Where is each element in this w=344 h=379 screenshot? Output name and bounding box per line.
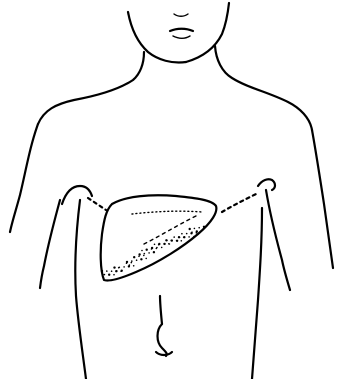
stipple-dot <box>179 237 181 239</box>
stipple-dot <box>176 240 178 242</box>
stipple-dot <box>126 261 128 263</box>
stipple-dot <box>138 255 140 257</box>
stipple-dot <box>131 262 133 264</box>
stipple-dot <box>193 236 195 238</box>
right-arm <box>266 130 333 290</box>
stipple-dot <box>203 226 205 228</box>
stipple-dot <box>140 258 142 260</box>
stipple-dot <box>173 236 175 238</box>
stipple-dot <box>111 270 113 272</box>
stipple-dot <box>181 233 183 235</box>
navel-base <box>156 352 172 355</box>
navel <box>156 296 172 356</box>
left-axilla-hook <box>62 186 92 204</box>
stipple-dot <box>153 251 155 253</box>
liver-stippling <box>101 226 205 276</box>
navel-top-line <box>160 296 162 324</box>
neck-right-line <box>215 46 312 130</box>
stipple-dot <box>101 270 103 272</box>
torso-left-side <box>75 200 86 379</box>
left-arm-inner-line <box>40 200 60 288</box>
stipple-dot <box>196 230 198 232</box>
navel-curve <box>158 324 167 356</box>
nose-line <box>174 14 188 16</box>
stipple-dot <box>201 230 203 232</box>
stipple-dot <box>113 274 115 276</box>
stipple-dot <box>146 249 148 251</box>
stipple-dot <box>144 253 146 255</box>
stipple-dot <box>133 265 135 267</box>
stipple-dot <box>131 260 133 262</box>
stipple-dot <box>113 266 115 268</box>
stipple-dot <box>136 259 138 261</box>
stipple-dot <box>138 253 140 255</box>
stipple-dot <box>171 239 173 241</box>
right-axilla-hook <box>258 179 275 190</box>
liver-lobe-line <box>144 216 196 244</box>
stipple-dot <box>108 274 110 276</box>
stipple-dot <box>116 270 118 272</box>
stipple-dot <box>194 228 196 230</box>
stipple-dot <box>186 233 188 235</box>
stipple-dot <box>119 267 121 269</box>
stipple-dot <box>104 274 106 276</box>
stipple-dot <box>148 252 150 254</box>
stipple-dot <box>123 266 125 268</box>
stipple-dot <box>156 247 158 249</box>
right-arm-outer-line <box>312 130 333 268</box>
stipple-dot <box>169 243 171 245</box>
stipple-dot <box>141 250 143 252</box>
liver-inner-edge <box>132 211 202 214</box>
stipple-dot <box>106 270 108 272</box>
stipple-dot <box>161 247 163 249</box>
stipple-dot <box>181 240 183 242</box>
left-arm-outer-line <box>10 124 38 232</box>
stipple-dot <box>151 247 153 249</box>
stipple-dot <box>166 240 168 242</box>
right-arm-inner-line <box>266 190 290 290</box>
stipple-dot <box>129 264 131 266</box>
costal-margin-left-dash <box>88 198 106 210</box>
stipple-dot <box>121 270 123 272</box>
stipple-dot <box>143 255 145 257</box>
stipple-dot <box>191 231 193 233</box>
lower-lip-line <box>173 36 190 38</box>
stipple-dot <box>154 244 156 246</box>
stipple-dot <box>158 243 160 245</box>
stipple-dot <box>198 227 200 229</box>
stipple-dot <box>145 258 147 260</box>
neck-and-shoulders <box>38 46 312 130</box>
stipple-dot <box>188 236 190 238</box>
stipple-dot <box>163 243 165 245</box>
stipple-dot <box>183 236 185 238</box>
chin-right-line <box>186 3 229 62</box>
stipple-dot <box>189 228 191 230</box>
left-arm <box>10 124 60 288</box>
mouth-line <box>170 29 193 31</box>
neck-left-line <box>38 52 144 124</box>
torso-right-side <box>252 208 262 379</box>
stipple-dot <box>133 256 135 258</box>
costal-margin-right-dash <box>222 194 256 212</box>
